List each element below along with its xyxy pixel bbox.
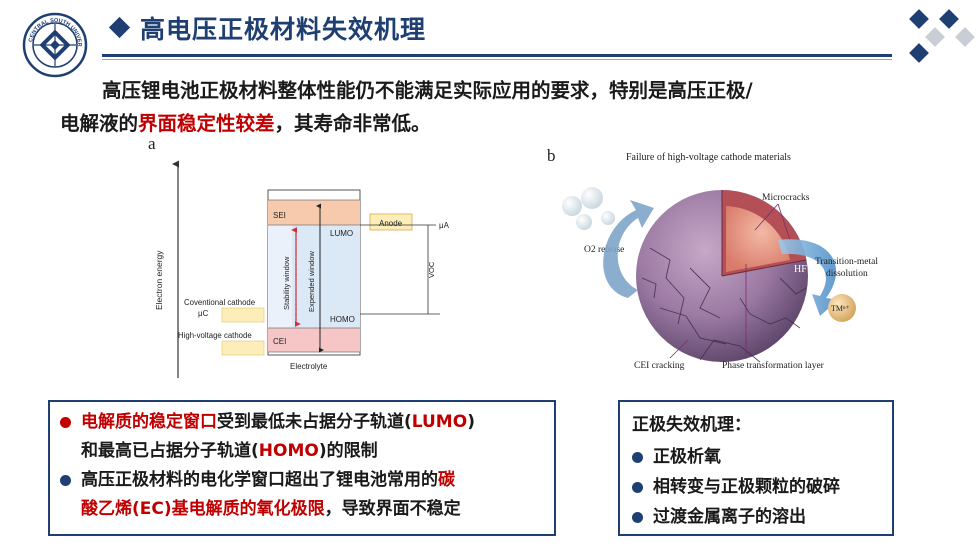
title-underline-thin xyxy=(102,59,892,60)
mu-a-label: μA xyxy=(439,221,450,230)
decor-diamond-icon xyxy=(909,9,929,29)
item1-homo: HOMO xyxy=(258,441,319,461)
item1-text-end: ) xyxy=(467,412,475,432)
intro-line-1: 高压锂电池正极材料整体性能仍不能满足实际应用的要求，特别是高压正极/ xyxy=(102,79,753,102)
conventional-cathode-label: Coventional cathode xyxy=(184,298,255,307)
university-logo-icon: CENTRAL SOUTH UNIVERSITY xyxy=(22,12,88,78)
tm-dissolution-label-1: Transition-metal xyxy=(815,257,878,267)
intro-line-2-suffix: ，其寿命非常低。 xyxy=(274,112,431,135)
mechanism-item-oxygen: 正极析氧 xyxy=(653,447,721,467)
o2-release-label: O2 release xyxy=(584,245,624,255)
item2-text-end: ，导致界面不稳定 xyxy=(324,499,461,519)
list-item: 电解质的稳定窗口受到最低未占据分子轨道(LUMO) 和最高已占据分子轨道(HOM… xyxy=(60,408,546,466)
item1-highlight: 电解质的稳定窗口 xyxy=(81,412,217,432)
microcracks-label: Microcracks xyxy=(762,193,810,203)
mechanism-item-phase: 相转变与正极颗粒的破碎 xyxy=(653,477,840,497)
item1-text: 受到最低未占据分子轨道( xyxy=(217,412,412,432)
title-diamond-icon xyxy=(108,16,131,39)
mu-c-label: μC xyxy=(198,309,209,318)
voc-label: VOC xyxy=(427,261,436,278)
lumo-label: LUMO xyxy=(330,229,353,238)
list-item: 过渡金属离子的溶出 xyxy=(632,502,882,532)
stability-window-label: Stability window xyxy=(282,256,291,310)
tm-dissolution-label-2: dissolution xyxy=(826,269,868,279)
expended-window-label: Expended window xyxy=(307,251,316,312)
bullet-icon xyxy=(632,481,643,493)
list-item: 正极析氧 xyxy=(632,442,882,472)
page-title: 高电压正极材料失效机理 xyxy=(140,15,427,44)
decor-diamond-icon xyxy=(939,9,959,29)
item1-line2-end: )的限制 xyxy=(318,441,378,461)
figure-b-label: b xyxy=(547,146,556,165)
x-axis-label: Electrolyte xyxy=(290,362,328,371)
anode-label: Anode xyxy=(379,219,403,228)
high-voltage-cathode-label: High-voltage cathode xyxy=(178,331,252,340)
title-underline xyxy=(102,54,892,57)
decor-diamond-icon xyxy=(955,27,975,47)
cathode-failure-diagram: Failure of high-voltage cathode material… xyxy=(562,152,878,371)
figure-a-label: a xyxy=(148,134,156,153)
homo-label: HOMO xyxy=(330,315,355,324)
hf-label: HF xyxy=(794,264,807,275)
bullet-icon xyxy=(60,475,71,486)
failure-mechanism-box: 正极失效机理： 正极析氧 相转变与正极颗粒的破碎 过渡金属离子的溶出 xyxy=(618,400,894,536)
tm-ion-label: TMⁿ⁺ xyxy=(831,304,850,313)
intro-paragraph: 高压锂电池正极材料整体性能仍不能满足实际应用的要求，特别是高压正极/ 电解液的界… xyxy=(60,74,960,140)
o2-release-arrow xyxy=(603,200,654,298)
phase-layer-label: Phase transformation layer xyxy=(722,360,825,371)
decor-diamond-icon xyxy=(925,27,945,47)
cei-cracking-label: CEI cracking xyxy=(634,361,685,371)
mechanism-heading: 正极失效机理： xyxy=(632,415,751,435)
bullet-icon xyxy=(632,451,643,463)
electrolyte-window-box: 电解质的稳定窗口受到最低未占据分子轨道(LUMO) 和最高已占据分子轨道(HOM… xyxy=(48,400,556,536)
sei-label: SEI xyxy=(273,211,286,220)
bullet-icon xyxy=(632,511,643,523)
item2-highlight-a: 碳 xyxy=(438,470,455,490)
list-item: 高压正极材料的电化学窗口超出了锂电池常用的碳 酸乙烯(EC)基电解质的氧化极限，… xyxy=(60,466,546,524)
list-item: 相转变与正极颗粒的破碎 xyxy=(632,472,882,502)
intro-highlight: 界面稳定性较差 xyxy=(138,112,275,135)
item1-lumo: LUMO xyxy=(411,412,468,432)
tm-ion xyxy=(828,294,856,322)
bullet-icon xyxy=(60,417,71,428)
cei-label: CEI xyxy=(273,337,286,346)
item2-highlight-b: 酸乙烯(EC)基电解质的氧化极限 xyxy=(81,499,325,519)
decor-diamond-icon xyxy=(909,43,929,63)
y-axis-label: Electron energy xyxy=(154,250,164,310)
item1-line2-text: 和最高已占据分子轨道( xyxy=(81,441,259,461)
intro-line-2-prefix: 电解液的 xyxy=(60,112,139,135)
mechanism-item-tm: 过渡金属离子的溶出 xyxy=(653,507,806,527)
figure-b-title: Failure of high-voltage cathode material… xyxy=(626,152,791,163)
item2-text: 高压正极材料的电化学窗口超出了锂电池常用的 xyxy=(81,470,438,490)
tm-dissolution-arrow xyxy=(778,239,838,316)
energy-level-diagram: Electron energy SEI CEI LUMO HOMO Stabil… xyxy=(154,160,450,378)
